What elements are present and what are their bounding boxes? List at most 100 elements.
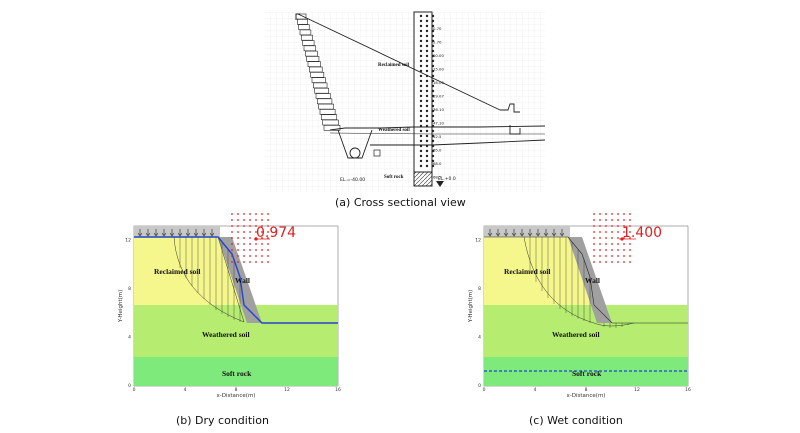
trial-center-dot <box>231 255 233 257</box>
trial-center-dot <box>255 213 257 215</box>
borehole-dot <box>425 59 429 63</box>
caption-cross-section: (a) Cross sectional view <box>335 196 466 209</box>
borehole-dot <box>419 69 423 73</box>
trial-center-dot <box>611 237 613 239</box>
borehole-dot <box>431 64 435 68</box>
trial-center-dot <box>237 261 239 263</box>
trial-center-dot <box>267 219 269 221</box>
borehole-dot <box>419 114 423 118</box>
trial-center-dot <box>267 249 269 251</box>
y-axis-label: Y-Height(m) <box>468 290 474 324</box>
borehole-dot <box>425 24 429 28</box>
weathered-boundary-line-2 <box>329 132 545 135</box>
trial-center-dot <box>605 237 607 239</box>
trial-center-dot <box>611 213 613 215</box>
borehole-dot <box>425 49 429 53</box>
trial-center-dot <box>231 219 233 221</box>
borehole-dot <box>431 99 435 103</box>
trial-center-dot <box>267 213 269 215</box>
borehole-dot <box>419 89 423 93</box>
label-ditch-elevation: EL.=-40.00 <box>340 177 365 183</box>
trial-center-dot <box>243 249 245 251</box>
trial-center-dot <box>237 231 239 233</box>
trial-center-dot <box>605 219 607 221</box>
trial-center-dot <box>617 231 619 233</box>
borehole-dot <box>425 159 429 163</box>
trial-center-grid <box>231 213 269 263</box>
borehole-dot <box>419 34 423 38</box>
small-structure <box>509 125 521 135</box>
trial-center-dot <box>599 213 601 215</box>
borehole-dot <box>419 159 423 163</box>
trial-center-dot <box>249 237 251 239</box>
borehole-dot <box>431 114 435 118</box>
trial-center-dot <box>629 213 631 215</box>
borehole-dot <box>431 89 435 93</box>
water-table-line <box>134 236 338 324</box>
trial-center-dot <box>249 249 251 251</box>
trial-center-dot <box>231 243 233 245</box>
borehole-dot <box>431 159 435 163</box>
trial-center-dot <box>629 237 631 239</box>
trial-center-dot <box>261 231 263 233</box>
borehole-dot <box>419 54 423 58</box>
trial-center-dot <box>237 213 239 215</box>
borehole-dot <box>419 49 423 53</box>
borehole-dot <box>419 134 423 138</box>
trial-center-dot <box>593 255 595 257</box>
borehole-dot <box>419 44 423 48</box>
trial-center-dot <box>623 249 625 251</box>
wall-block-unit <box>315 93 331 99</box>
borehole-dot <box>431 129 435 133</box>
wall-block-unit <box>301 34 313 41</box>
borehole-dot <box>431 104 435 108</box>
trial-center-dot <box>617 261 619 263</box>
rock-boundary-line <box>370 139 546 146</box>
wall-block-unit <box>306 56 320 62</box>
slice-lines <box>179 237 241 322</box>
trial-center-dot <box>261 219 263 221</box>
trial-center-dot <box>593 261 595 263</box>
trial-center-dot <box>593 219 595 221</box>
trial-center-dot <box>261 255 263 257</box>
trial-center-dot <box>593 249 595 251</box>
trial-center-dot <box>231 231 233 233</box>
depth-mark: 10.00 <box>433 53 444 58</box>
load-arrows <box>137 229 215 237</box>
wall-block-unit <box>318 103 334 110</box>
y-tick-label: 8 <box>128 286 131 292</box>
borehole-dot <box>419 24 423 28</box>
x-tick-label: 0 <box>483 387 486 393</box>
borehole-dot <box>425 154 429 158</box>
trial-center-dot <box>629 231 631 233</box>
trial-center-dot <box>249 243 251 245</box>
trial-center-dot <box>255 261 257 263</box>
factor-of-safety: 1.400 <box>622 225 662 241</box>
critical-center-marker <box>620 237 624 241</box>
label-wall: Wall <box>235 276 250 285</box>
trial-center-dot <box>599 219 601 221</box>
borehole-dot <box>419 29 423 33</box>
borehole-dot <box>425 44 429 48</box>
x-tick-label: 8 <box>235 387 238 393</box>
trial-center-dot <box>255 225 257 227</box>
borehole-dot <box>431 49 435 53</box>
trial-center-dot <box>249 225 251 227</box>
wall-block-unit <box>295 13 307 20</box>
trial-center-dot <box>599 249 601 251</box>
wall-block-unit <box>319 109 336 115</box>
borehole-dot <box>431 134 435 138</box>
factor-of-safety: 0.974 <box>256 225 296 241</box>
borehole-dot <box>425 164 429 168</box>
trial-center-dot <box>249 213 251 215</box>
borehole-dot <box>431 79 435 83</box>
y-tick-label: 4 <box>128 335 131 341</box>
x-axis-label: x-Distance(m) <box>567 393 606 399</box>
y-axis-label: Y-Height(m) <box>118 290 124 324</box>
borehole-dot <box>419 39 423 43</box>
borehole-dot <box>425 29 429 33</box>
trial-center-dot <box>629 243 631 245</box>
trial-center-dot <box>605 225 607 227</box>
trial-center-dot <box>249 219 251 221</box>
trial-center-dot <box>599 255 601 257</box>
